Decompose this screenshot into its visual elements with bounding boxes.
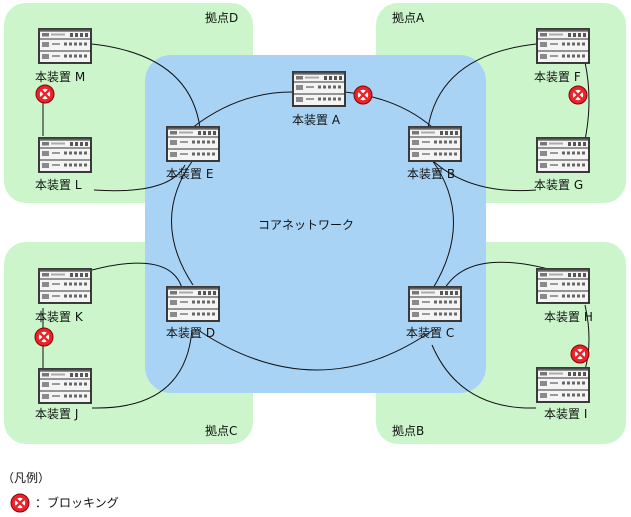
device-b-label: 本装置 B xyxy=(407,167,455,181)
link-c-i xyxy=(431,344,537,409)
device-a-label: 本装置 A xyxy=(292,113,341,127)
link-h-i xyxy=(584,304,590,371)
link-k-d xyxy=(91,262,183,289)
core-network-label: コアネットワーク xyxy=(258,218,354,232)
device-h-icon xyxy=(535,267,591,305)
blocking-icon-m-l xyxy=(34,83,56,105)
site-c-label: 拠点C xyxy=(205,424,237,438)
blocking-icon-f-g xyxy=(567,84,589,106)
link-d-e xyxy=(171,159,194,286)
link-c-d xyxy=(197,329,434,371)
device-d-label: 本装置 D xyxy=(166,326,215,340)
device-h-label: 本装置 H xyxy=(544,310,593,324)
device-c-icon xyxy=(407,285,463,323)
device-j-icon xyxy=(37,367,93,405)
device-j-label: 本装置 J xyxy=(35,407,78,421)
device-f-label: 本装置 F xyxy=(534,70,581,84)
link-l-e xyxy=(93,164,186,192)
device-b-icon xyxy=(407,125,463,163)
device-e-icon xyxy=(165,125,221,163)
device-l-icon xyxy=(37,136,93,174)
device-l-label: 本装置 L xyxy=(35,178,82,192)
link-b-g xyxy=(431,159,537,192)
links xyxy=(42,43,590,409)
device-m-label: 本装置 M xyxy=(35,70,85,84)
device-i-icon xyxy=(535,366,591,404)
device-e-label: 本装置 E xyxy=(166,167,213,181)
device-f-icon xyxy=(535,27,591,65)
link-b-c xyxy=(431,159,454,291)
device-g-label: 本装置 G xyxy=(534,178,583,192)
legend-blocking-icon xyxy=(9,492,31,514)
legend-title: （凡例） xyxy=(2,471,50,485)
legend-blocking-label: ：ブロッキング xyxy=(35,495,119,510)
site-b-label: 拠点B xyxy=(392,424,424,438)
link-f-g xyxy=(584,61,590,141)
site-d-label: 拠点D xyxy=(205,11,238,25)
blocking-icon-h-i xyxy=(569,343,591,365)
device-m-icon xyxy=(37,27,93,65)
link-m-e xyxy=(91,43,201,129)
blocking-icon-a-b xyxy=(352,84,374,106)
link-e-a xyxy=(191,91,293,129)
link-c-h xyxy=(444,261,553,289)
device-k-icon xyxy=(37,267,93,305)
device-c-label: 本装置 C xyxy=(406,326,454,340)
device-d-icon xyxy=(165,285,221,323)
core-network-region xyxy=(145,55,486,393)
link-b-f xyxy=(427,43,537,129)
device-k-label: 本装置 K xyxy=(35,310,84,324)
device-a-icon xyxy=(291,70,347,108)
device-g-icon xyxy=(535,136,591,174)
blocking-icon-k-j xyxy=(33,326,55,348)
link-j-d xyxy=(91,329,193,409)
site-a-label: 拠点A xyxy=(392,11,425,25)
device-i-label: 本装置 I xyxy=(544,407,587,421)
